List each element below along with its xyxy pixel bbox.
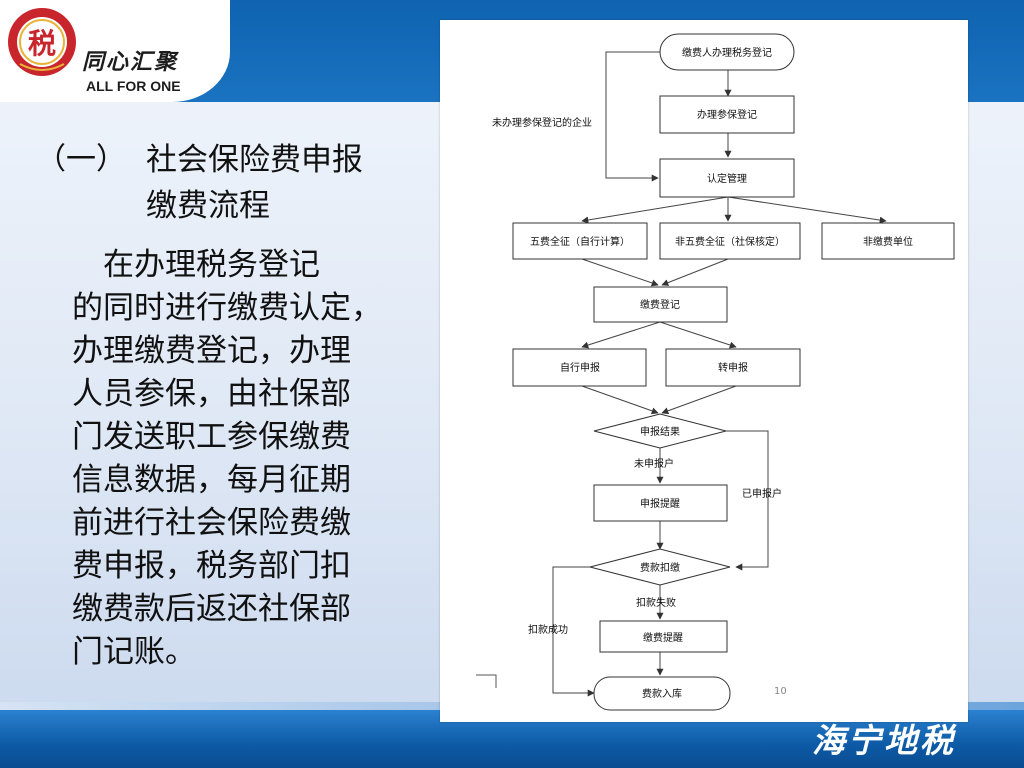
body-line: 办理缴费登记，办理 [72, 333, 351, 369]
node-self-declare [512, 348, 647, 387]
label-insure-reg: 办理参保登记 [697, 108, 757, 121]
node-non-payer [821, 222, 955, 260]
edge-label-not-declared: 未申报户 [634, 457, 674, 470]
edge [727, 196, 887, 224]
emblem-glyph: 税 [28, 27, 56, 60]
edge [661, 258, 729, 286]
label-declare-result: 申报结果 [640, 425, 680, 438]
node-confirm [659, 158, 795, 198]
body-line: 费申报，税务部门扣 [72, 548, 351, 584]
label-declare-remind: 申报提醒 [640, 497, 680, 510]
label-transfer-declare: 转申报 [718, 361, 748, 374]
node-insure-reg [659, 95, 795, 134]
body-line: 在办理税务登记 [72, 247, 320, 283]
label-non-five: 非五费全征（社保核定） [675, 235, 785, 248]
body-line: 门记账。 [72, 634, 196, 670]
body-line: 门发送职工参保缴费 [72, 419, 351, 455]
logo-en-text: ALL FOR ONE [86, 78, 181, 94]
heading-number: （一） [36, 142, 126, 177]
edge [661, 385, 737, 415]
node-pay-remind [599, 620, 728, 653]
label-pay-remind: 缴费提醒 [643, 631, 683, 644]
emblem-icon: 税 [8, 8, 76, 76]
node-declare-result [593, 413, 727, 449]
logo-area: 税 同心汇聚 ALL FOR ONE [0, 0, 230, 102]
edge [552, 566, 595, 697]
label-deduct: 费款扣缴 [640, 561, 680, 574]
body-line: 的同时进行缴费认定， [72, 290, 382, 326]
edge-label-not-insured: 未办理参保登记的企业 [492, 116, 592, 129]
edge [726, 430, 769, 571]
label-non-payer: 非缴费单位 [863, 235, 913, 248]
edge-label-declared: 已申报户 [742, 487, 782, 500]
node-start [659, 33, 795, 71]
edge [581, 258, 659, 287]
edge-label-deduct-fail: 扣款失败 [636, 596, 676, 609]
body-line: 人员参保，由社保部 [72, 376, 351, 412]
label-storage: 费款入库 [642, 687, 682, 700]
node-deduct [589, 548, 731, 586]
edge [581, 196, 729, 224]
edge-label-deduct-ok: 扣款成功 [528, 623, 568, 636]
edge [581, 385, 659, 415]
body-line: 信息数据，每月征期 [72, 462, 351, 498]
edge [659, 321, 737, 349]
label-pay-reg: 缴费登记 [640, 298, 680, 311]
corner-mark [476, 674, 497, 688]
node-storage [593, 676, 731, 711]
edge [581, 321, 661, 349]
node-pay-reg [593, 286, 728, 323]
node-five-self [512, 222, 648, 260]
node-declare-remind [593, 484, 728, 522]
node-non-five [659, 222, 801, 260]
label-five-self: 五费全征（自行计算） [530, 235, 630, 248]
heading-line-1: 社会保险费申报 [146, 142, 363, 178]
flowchart-panel: 缴费人办理税务登记 办理参保登记 认定管理 五费全征（自行计算） 非五费全征（社… [440, 20, 968, 722]
brand-text: 海宁地税 [812, 721, 956, 760]
flowchart: 缴费人办理税务登记 办理参保登记 认定管理 五费全征（自行计算） 非五费全征（社… [476, 33, 955, 711]
logo-cn-text: 同心汇聚 [82, 49, 179, 75]
body-line: 前进行社会保险费缴 [72, 505, 351, 541]
page-number: 10 [774, 686, 787, 697]
edge [605, 51, 660, 182]
label-start: 缴费人办理税务登记 [682, 46, 772, 59]
heading-line-2: 缴费流程 [146, 188, 270, 224]
node-transfer-declare [665, 348, 801, 387]
body-paragraph: 在办理税务登记 的同时进行缴费认定， 办理缴费登记，办理 人员参保，由社保部 门… [72, 244, 412, 674]
label-self-declare: 自行申报 [560, 361, 600, 374]
body-line: 缴费款后返还社保部 [72, 591, 351, 627]
label-confirm: 认定管理 [707, 172, 747, 185]
